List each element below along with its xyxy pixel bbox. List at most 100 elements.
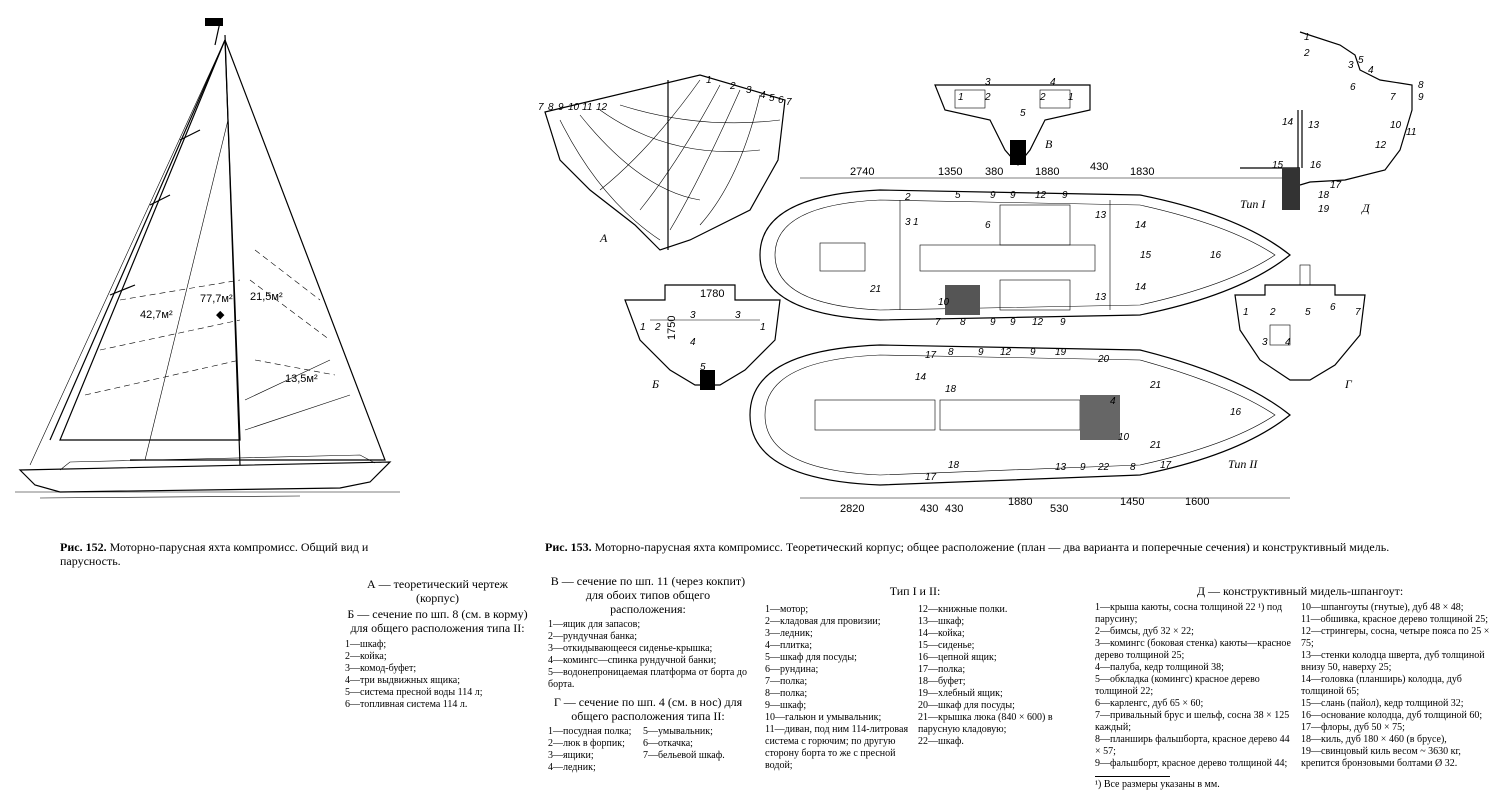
legend-item: 19—хлебный ящик; [918,688,1003,699]
dim-530: 530 [1050,503,1068,515]
legend-item: 11—диван, под ним 114-литровая система с… [765,724,909,771]
legend-item: 8—полка; [765,688,808,699]
svg-text:3: 3 [1262,337,1268,348]
svg-text:5: 5 [700,362,706,373]
fig153-caption-label: Рис. 153. [545,540,592,554]
svg-text:12: 12 [1032,317,1044,328]
legend-item: 7—бельевой шкаф. [643,750,725,761]
legend-item: 18—киль, дуб 180 × 460 (в брусе), [1301,734,1447,745]
legend-item: 1—посудная полка; [548,726,632,737]
legend-item: 5—шкаф для посуды; [765,652,857,663]
dim-430: 430 [1090,161,1108,173]
legend-types-list-right: 12—книжные полки.13—шкаф;14—койка;15—сид… [918,604,1065,772]
svg-text:6: 6 [1350,82,1356,93]
svg-text:8: 8 [960,317,966,328]
svg-text:1: 1 [1243,307,1249,318]
svg-text:9: 9 [978,347,984,358]
legend-item: 13—шкаф; [918,616,965,627]
legend-v-title: В — сечение по шп. 11 (через кокпит) для… [550,574,746,616]
dim-1750: 1750 [666,316,678,340]
area-label-staysail: 21,5м² [250,291,283,303]
legend-item: 1—ящик для запасов; [548,619,641,630]
legend-item: 15—слань (пайол), кедр толщиной 32; [1301,698,1464,709]
svg-text:4: 4 [1368,65,1374,76]
svg-text:9: 9 [558,102,564,113]
legend-column-d: Д — конструктивный мидель-шпангоут: 1—кр… [1095,584,1495,791]
dim-1780: 1780 [700,288,724,300]
legend-item: 5—водонепроницаемая платформа от борта д… [548,667,747,690]
legend-types-title: Тип I и II: [889,584,941,598]
legend-footnote: ¹) Все размеры указаны в мм. [1095,779,1220,790]
label-section-b: Б [651,377,659,391]
jib [130,39,386,461]
svg-text:7: 7 [786,97,792,108]
dim-430b: 430 [945,503,963,515]
legend-item: 4—комингс—спинка рундучной банки; [548,655,717,666]
legend-item: 16—основание колодца, дуб толщиной 60; [1301,710,1483,721]
svg-text:5: 5 [955,190,961,201]
legend-item: 19—свинцовый киль весом ~ 3630 кг, крепи… [1301,746,1461,769]
label-section-v: В [1045,137,1053,151]
svg-text:16: 16 [1310,160,1322,171]
svg-text:18: 18 [945,384,957,395]
dim-2820: 2820 [840,503,864,515]
legend-item: 2—кладовая для провизии; [765,616,881,627]
svg-text:8: 8 [548,102,554,113]
legend-d-title: Д — конструктивный мидель-шпангоут: [1196,584,1404,598]
legend-item: 8—планширь фальшборта, красное дерево 44… [1095,734,1290,757]
svg-text:2: 2 [984,92,991,103]
svg-text:8: 8 [1418,80,1424,91]
svg-text:22: 22 [1097,462,1110,473]
svg-text:14: 14 [1135,282,1147,293]
dim-1880b: 1880 [1008,496,1032,508]
legend-types-list-left: 1—мотор;2—кладовая для провизии;3—ледник… [765,604,918,772]
svg-text:9: 9 [1010,190,1016,201]
legend-item: 3—ящики; [548,750,594,761]
svg-text:9: 9 [1060,317,1066,328]
svg-text:9: 9 [990,317,996,328]
svg-text:2: 2 [729,81,736,92]
svg-text:4: 4 [1050,77,1056,88]
legend-item: 2—койка; [345,651,387,662]
svg-text:9: 9 [1062,190,1068,201]
dim-380: 380 [985,166,1003,178]
svg-text:12: 12 [1000,347,1012,358]
svg-text:12: 12 [1035,190,1047,201]
label-type-2: Тип II [1228,457,1258,471]
area-label-mizzen: 13,5м² [285,373,318,385]
svg-text:18: 18 [948,460,960,471]
svg-text:17: 17 [925,472,937,483]
dim-1450: 1450 [1120,496,1144,508]
svg-text:15: 15 [1140,250,1152,261]
legend-item: 3—откидывающееся сиденье-крышка; [548,643,713,654]
svg-text:16: 16 [1210,250,1222,261]
legend-item: 12—стрингеры, сосна, четыре пояса по 25 … [1301,626,1490,649]
legend-d-list-right: 10—шпангоуты (гнутые), дуб 48 × 48;11—об… [1301,602,1493,770]
mainsail [59,39,241,441]
dim-1350: 1350 [938,166,962,178]
legend-item: 3—комод-буфет; [345,663,417,674]
svg-text:7: 7 [1390,92,1396,103]
svg-text:19: 19 [1055,347,1067,358]
legend-column-ab: А — теоретический чертеж (корпус) Б — се… [345,577,530,711]
svg-text:1: 1 [760,322,766,333]
svg-text:6: 6 [1330,302,1336,313]
yacht-hull [18,461,392,493]
svg-text:1: 1 [913,217,919,228]
legend-item: 16—цепной ящик; [918,652,997,663]
svg-text:8: 8 [1130,462,1136,473]
svg-text:13: 13 [1095,292,1107,303]
label-section-d: Д [1361,201,1371,215]
legend-item: 12—книжные полки. [918,604,1008,615]
svg-text:9: 9 [990,190,996,201]
svg-text:1: 1 [640,322,646,333]
svg-text:◆: ◆ [216,309,225,321]
legend-item: 6—топливная система 114 л. [345,699,468,710]
legend-item: 11—обшивка, красное дерево толщиной 25; [1301,614,1489,625]
yacht-sail-plan: 42,7м² 77,7м² 21,5м² 13,5м² ◆ [15,18,400,499]
legend-item: 10—гальюн и умывальник; [765,712,882,723]
legend-item: 1—крыша каюты, сосна толщиной 22 ¹) под … [1095,602,1283,625]
svg-text:20: 20 [1097,354,1110,365]
